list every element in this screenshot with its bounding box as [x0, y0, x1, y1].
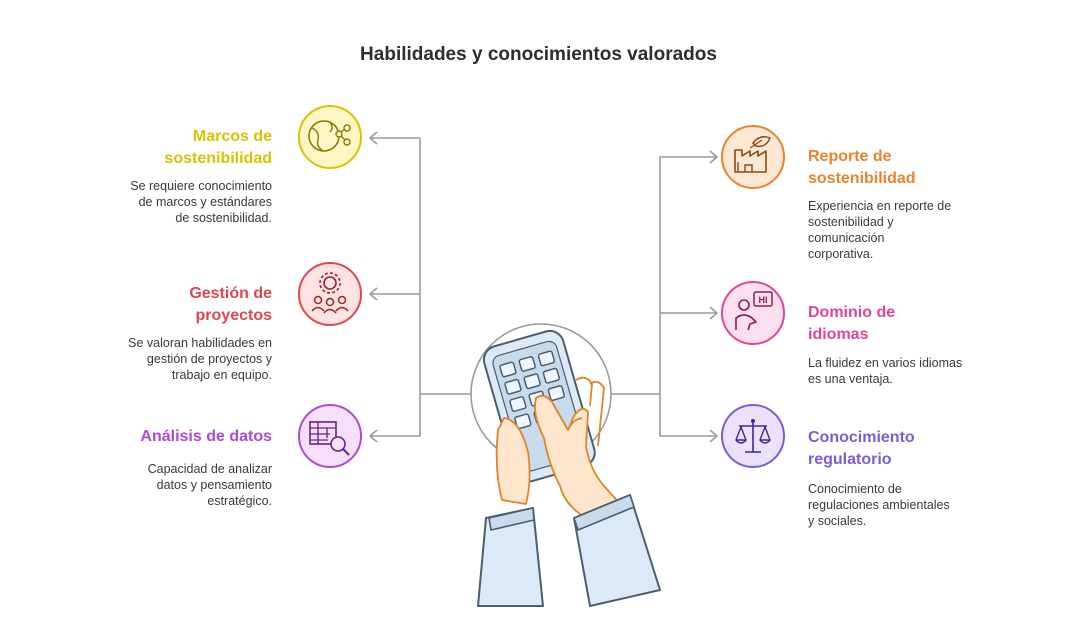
- item-title-idiomas: Dominio de idiomas: [808, 304, 896, 343]
- svg-text:HI: HI: [759, 295, 768, 305]
- item-title-gestion: Gestión de proyectos: [189, 285, 272, 324]
- item-desc-idiomas: La fluidez en varios idiomas es una vent…: [808, 356, 963, 386]
- hands-calculator-illustration: [470, 323, 661, 607]
- item-desc-marcos: Se requiere conocimiento de marcos y est…: [130, 179, 272, 225]
- item-desc-gestion: Se valoran habilidades en gestión de pro…: [128, 336, 272, 382]
- item-desc-analisis: Capacidad de analizar datos y pensamient…: [147, 462, 272, 508]
- item-desc-regulatorio: Conocimiento de regulaciones ambientales…: [808, 482, 950, 528]
- factory-leaf-icon: [721, 125, 785, 189]
- team-gear-icon: [298, 262, 362, 326]
- item-desc-reporte: Experiencia en reporte de sostenibilidad…: [808, 199, 952, 261]
- speaker-hi-icon: HI: [721, 281, 785, 345]
- arrowheads: [369, 131, 718, 443]
- item-title-reporte: Reporte de sostenibilidad: [808, 148, 916, 187]
- item-title-regulatorio: Conocimiento regulatorio: [808, 429, 915, 468]
- table-magnifier-icon: [298, 404, 362, 468]
- item-title-marcos: Marcos de sostenibilidad: [164, 128, 272, 167]
- connector-lines: [370, 137, 717, 437]
- item-title-analisis: Análisis de datos: [140, 428, 272, 445]
- scales-icon: [721, 404, 785, 468]
- page-title: Habilidades y conocimientos valorados: [360, 44, 717, 65]
- globe-network-icon: [298, 105, 362, 169]
